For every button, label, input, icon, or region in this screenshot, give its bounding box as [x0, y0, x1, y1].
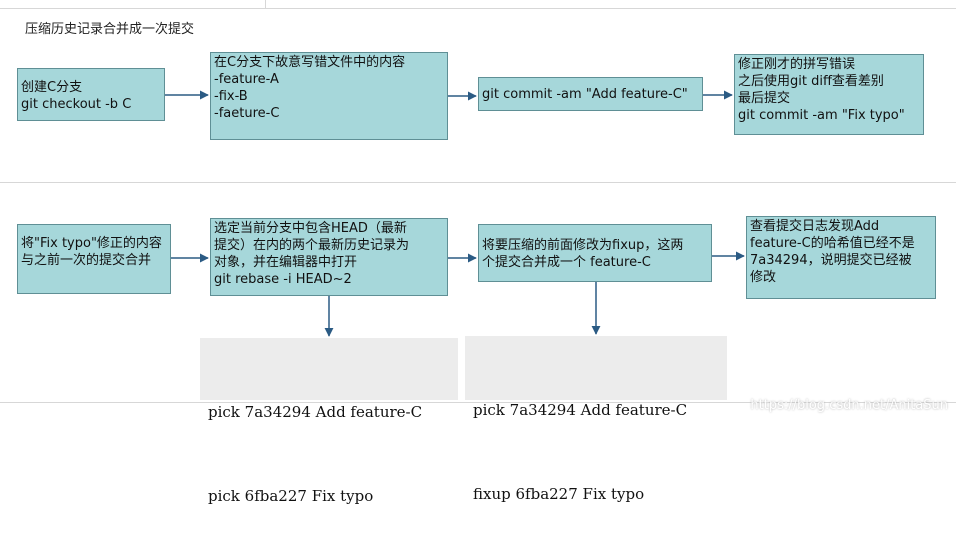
frame-line	[0, 182, 956, 183]
frame-line	[0, 402, 956, 403]
rebase-todo-before: pick 7a34294 Add feature-C pick 6fba227 …	[200, 338, 458, 505]
step-fix-typo: 修正刚才的拼写错误 之后使用git diff查看差别 最后提交 git comm…	[734, 54, 924, 135]
diagram-title: 压缩历史记录合并成一次提交	[25, 22, 195, 37]
code-line: pick 7a34294 Add feature-C	[208, 403, 423, 421]
code-line: fixup 6fba227 Fix typo	[473, 485, 645, 503]
flow-arrows	[165, 90, 745, 337]
step-mark-fixup: 将要压缩的前面修改为fixup，这两 个提交合并成一个 feature-C	[478, 224, 712, 282]
step-check-log: 查看提交日志发现Add feature-C的哈希值已经不是 7a34294，说明…	[746, 216, 936, 299]
step-create-branch: 创建C分支 git checkout -b C	[17, 68, 165, 121]
step-merge-intent: 将"Fix typo"修正的内容 与之前一次的提交合并	[17, 224, 171, 294]
step-write-typo: 在C分支下故意写错文件中的内容 -feature-A -fix-B -faetu…	[210, 52, 448, 140]
code-line: pick 7a34294 Add feature-C	[473, 401, 688, 419]
frame-line	[0, 8, 956, 9]
frame-line	[265, 0, 266, 8]
code-line: pick 6fba227 Fix typo	[208, 487, 374, 505]
watermark: https://blog.csdn.net/AnitaSun	[750, 398, 948, 413]
step-commit-feature-c: git commit -am "Add feature-C"	[478, 77, 703, 111]
step-rebase-interactive: 选定当前分支中包含HEAD（最新 提交）在内的两个最新历史记录为 对象，并在编辑…	[210, 218, 448, 296]
